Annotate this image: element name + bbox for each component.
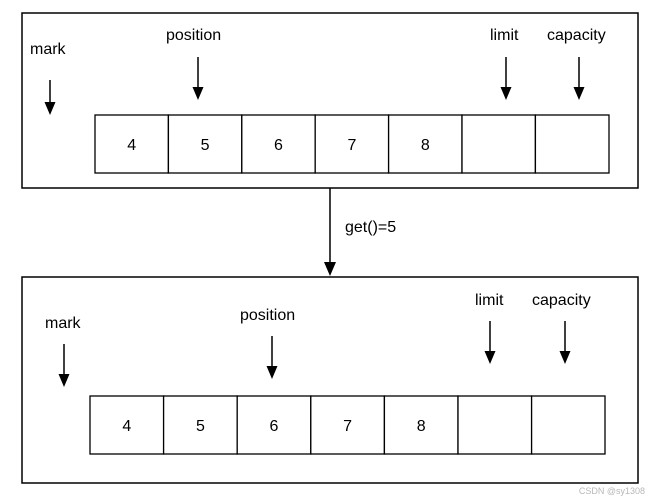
- bottom-cell-2: [236, 395, 312, 455]
- top-limit-label: limit: [490, 27, 519, 44]
- bottom-buffer-state: mark position limit capacity: [21, 276, 639, 484]
- bottom-cell-3-value: 7: [343, 418, 352, 435]
- top-mark-arrow: [44, 80, 56, 115]
- top-capacity-arrow: [573, 57, 585, 100]
- operation-label: get()=5: [345, 219, 396, 236]
- bottom-capacity-label: capacity: [532, 292, 591, 309]
- top-position-label: position: [166, 27, 221, 44]
- top-buffer-state: mark position limit capacity: [21, 12, 639, 189]
- top-cell-2-value: 6: [274, 137, 283, 154]
- top-cell-0-value: 4: [127, 137, 136, 154]
- top-cell-1-value: 5: [201, 137, 210, 154]
- bottom-limit-arrow: [484, 321, 496, 364]
- bottom-cell-1: [162, 395, 238, 455]
- bottom-mark-arrow: [58, 344, 70, 387]
- bottom-cell-5: [457, 395, 533, 455]
- bottom-limit-label: limit: [475, 292, 504, 309]
- bottom-position-arrow: [266, 336, 278, 379]
- transition-arrow: [324, 188, 336, 276]
- top-cell-4: [387, 114, 463, 174]
- watermark: CSDN @sy1308: [579, 486, 645, 496]
- transition: get()=5: [324, 188, 396, 276]
- bottom-cell-3: [310, 395, 386, 455]
- bottom-cell-4: [383, 395, 459, 455]
- bottom-capacity-arrow: [559, 321, 571, 364]
- bottom-cell-1-value: 5: [196, 418, 205, 435]
- top-cell-6: [534, 114, 610, 174]
- bottom-mark-label: mark: [45, 315, 82, 332]
- bottom-buffer-frame: [21, 276, 639, 484]
- bottom-cell-2-value: 6: [270, 418, 279, 435]
- top-cell-4-value: 8: [421, 137, 430, 154]
- bottom-position-label: position: [240, 307, 295, 324]
- bottom-cell-6: [530, 395, 606, 455]
- bottom-buffer-cells: 4 5 6 7 8: [89, 395, 606, 455]
- top-cell-0: [94, 114, 170, 174]
- top-buffer-cells: 4 5 6 7 8: [94, 114, 610, 174]
- top-mark-label: mark: [30, 41, 67, 58]
- top-cell-1: [167, 114, 243, 174]
- bottom-cell-4-value: 8: [417, 418, 426, 435]
- top-cell-5: [461, 114, 537, 174]
- bottom-cell-0: [89, 395, 165, 455]
- top-cell-3-value: 7: [347, 137, 356, 154]
- top-position-arrow: [192, 57, 204, 100]
- top-capacity-label: capacity: [547, 27, 606, 44]
- bottom-cell-0-value: 4: [122, 418, 131, 435]
- top-limit-arrow: [500, 57, 512, 100]
